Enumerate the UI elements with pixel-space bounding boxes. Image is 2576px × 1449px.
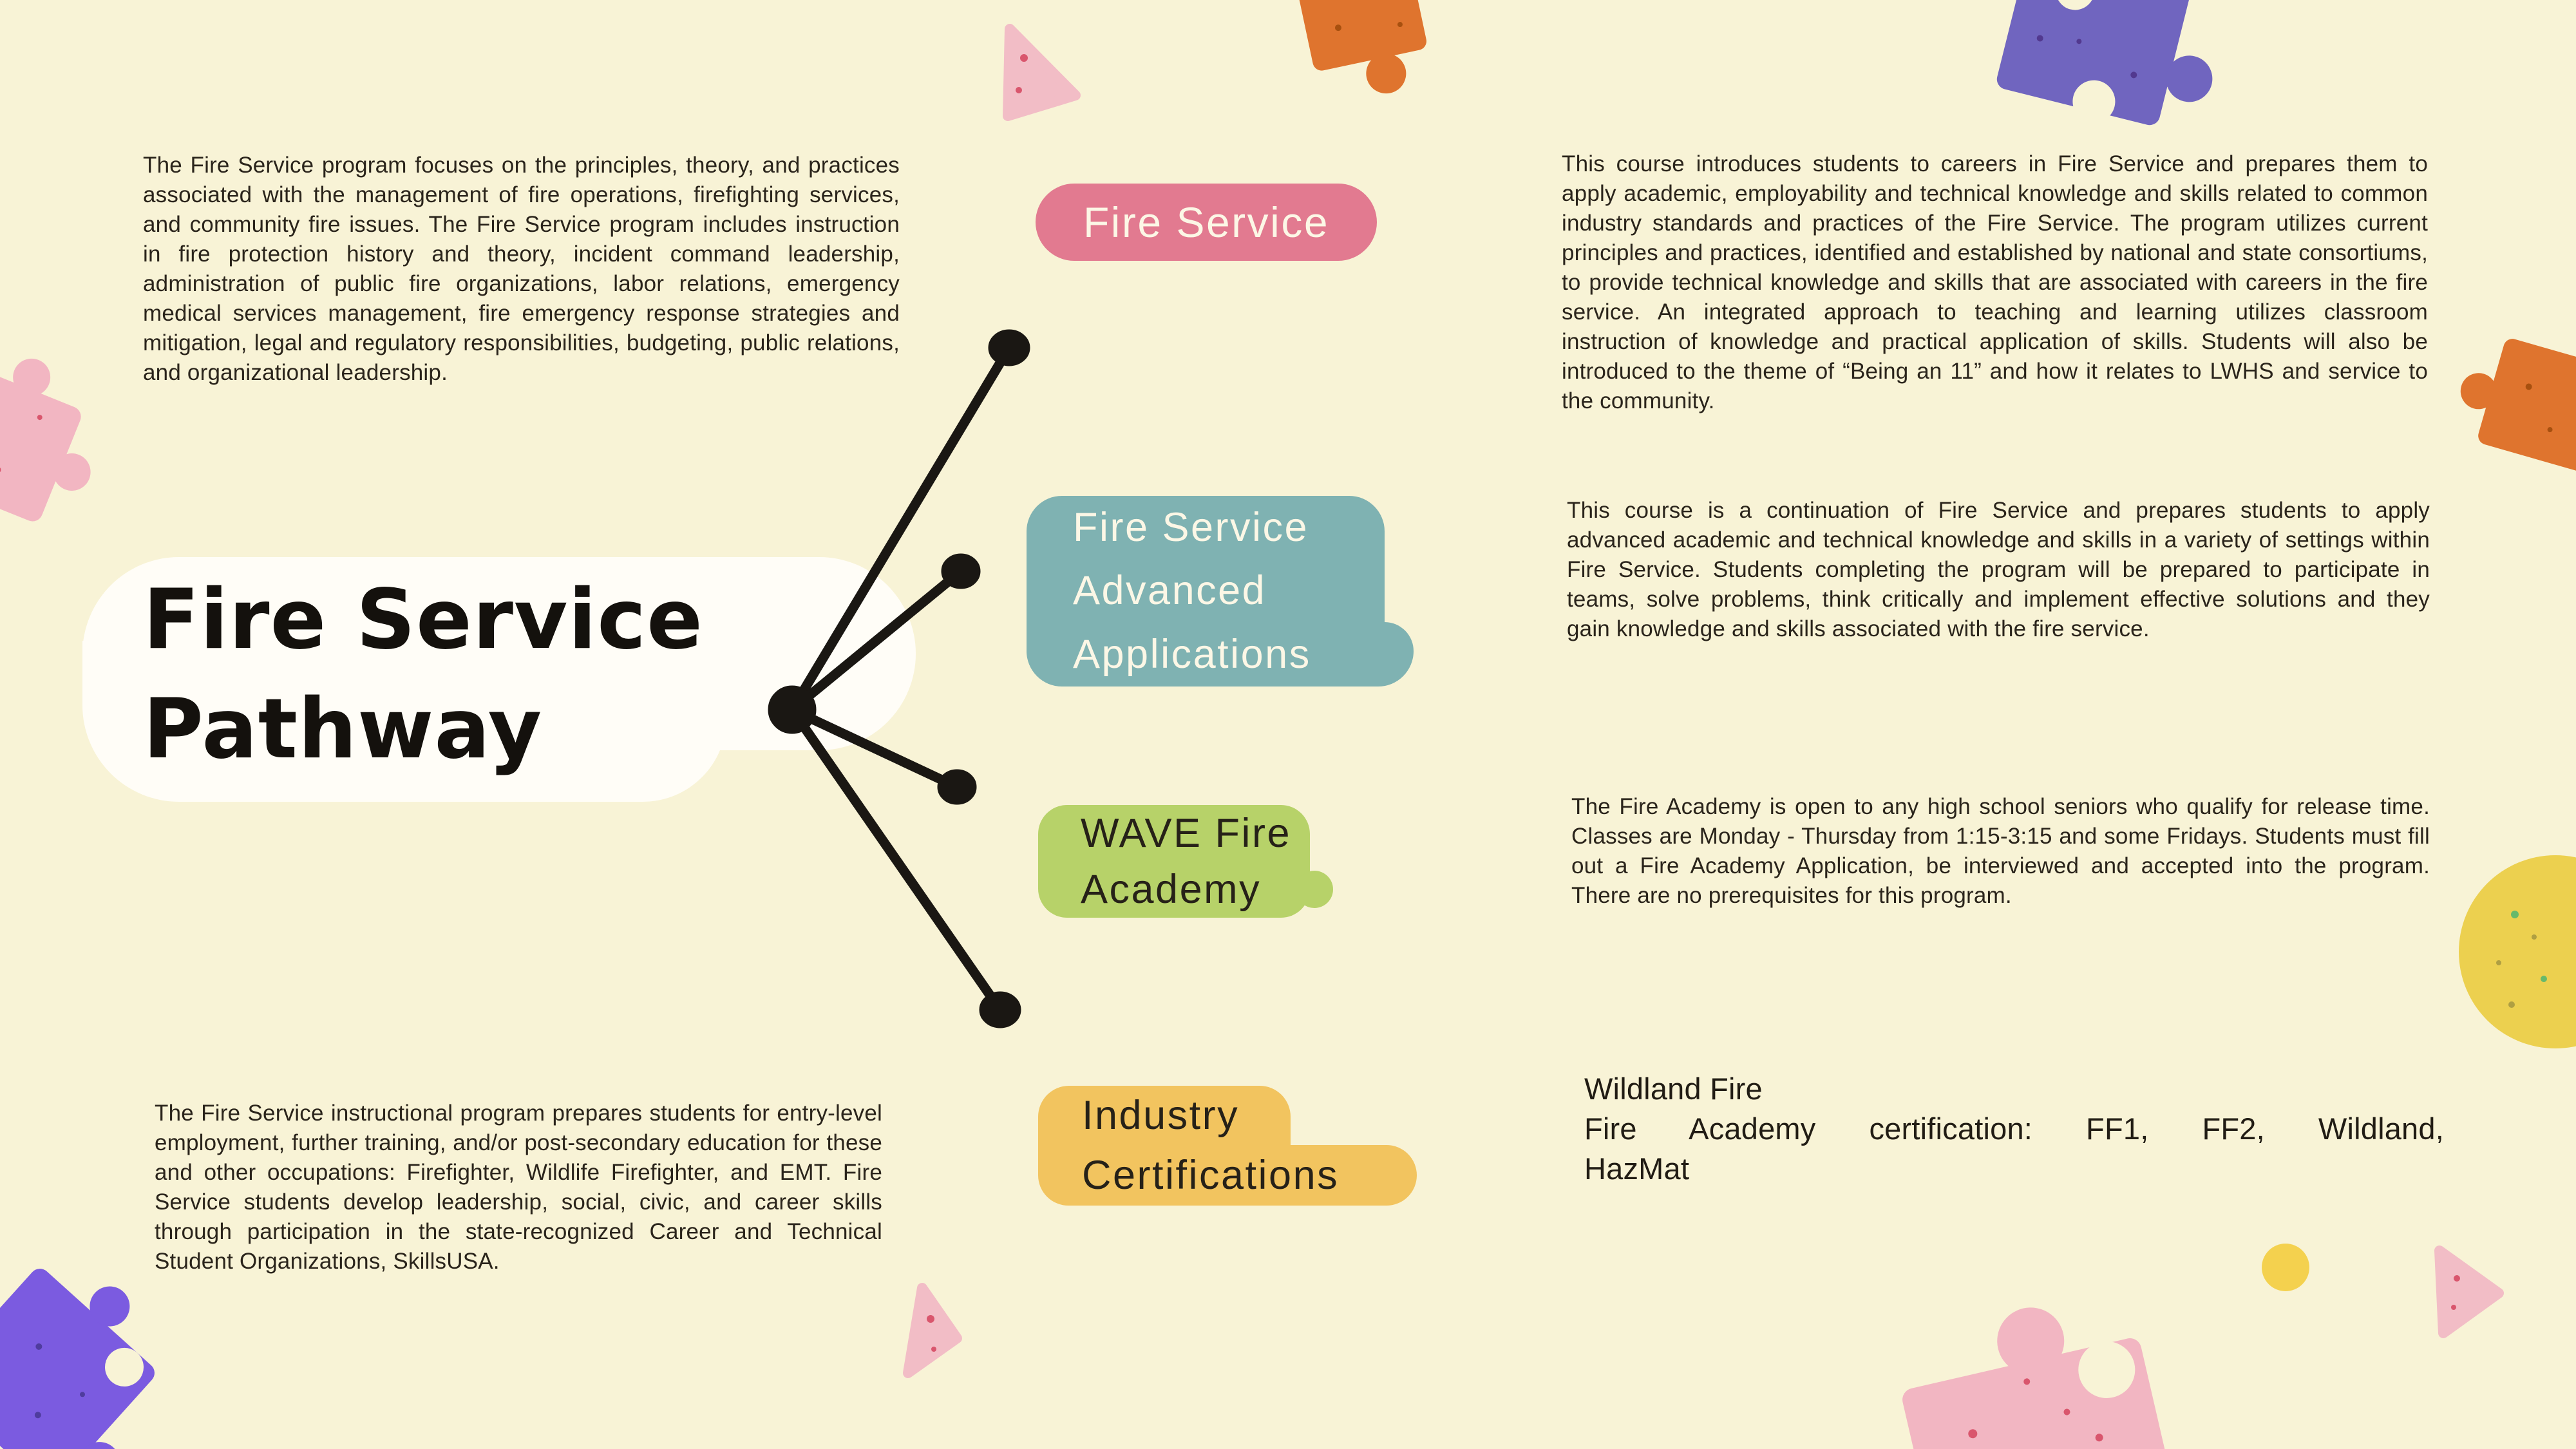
badge-label: Fire Service [1073,505,1309,550]
page-title-line: Pathway [143,681,543,777]
badge-label: Industry [1082,1093,1240,1138]
branch-node [941,553,981,589]
pathway-badge-advanced-applications: Fire Service [1027,496,1385,559]
industry-certifications-text: Wildland Fire Fire Academy certification… [1584,1069,2444,1189]
certification-line: Wildland Fire [1584,1072,1763,1106]
circle-yellow-right-icon [2459,855,2576,1048]
badge-label: Academy [1081,867,1262,912]
page-title-line: Fire Service [143,572,703,668]
pathway-badge-wave-fire-academy: Academy [1038,861,1310,918]
pathway-badge-advanced-applications: Advanced [1027,559,1385,622]
certification-line: Fire Academy certification: FF1, FF2, Wi… [1584,1112,2444,1146]
branch-node [988,329,1030,366]
page-title: Fire Service Pathway [143,565,703,784]
badge-label: Applications [1073,632,1311,677]
pathway-badge-advanced-applications: Applications [1027,622,1414,687]
connector-line [787,343,1014,715]
pathway-badge-fire-service: Fire Service [1036,184,1377,261]
certification-line: HazMat [1584,1151,1690,1186]
connector-line [787,566,966,715]
center-node [768,685,817,734]
cone-pink-bottom-icon [903,1283,962,1378]
puzzle-piece-pink-left-icon [0,358,91,522]
branch-node [937,769,977,805]
badge-label: Certifications [1082,1153,1340,1198]
connector-line [787,705,962,792]
branch-node [979,991,1021,1028]
badge-label: Advanced [1073,568,1267,613]
triangle-pink-bottomright-icon [2434,1245,2504,1338]
puzzle-piece-purple-bottomleft-icon [0,1269,155,1449]
puzzle-piece-pink-bottomright-icon [1902,1307,2180,1449]
puzzle-piece-orange-top-icon [1292,0,1426,94]
puzzle-piece-orange-right-icon [2460,339,2576,476]
dot-yellow-icon [2262,1244,2309,1291]
badge-bump-decoration [1296,871,1333,908]
connector-line [787,705,1005,1015]
badge-label: Fire Service [1083,198,1330,246]
badge-label: WAVE Fire [1081,810,1292,856]
fire-service-description: This course introduces students to caree… [1562,151,2428,413]
title-card-lower [82,641,726,802]
puzzle-piece-purple-topright-icon [1996,0,2213,126]
wave-fire-academy-description: The Fire Academy is open to any high sch… [1571,794,2430,908]
pathway-badge-industry-certifications: Industry [1038,1086,1291,1145]
advanced-applications-description: This course is a continuation of Fire Se… [1567,498,2430,641]
pathway-badge-wave-fire-academy: WAVE Fire [1038,805,1310,861]
program-outcomes-paragraph: The Fire Service instructional program p… [155,1101,882,1274]
cone-pink-top-icon [1003,24,1081,121]
pathway-badge-industry-certifications: Certifications [1038,1145,1417,1206]
intro-paragraph: The Fire Service program focuses on the … [143,153,900,385]
